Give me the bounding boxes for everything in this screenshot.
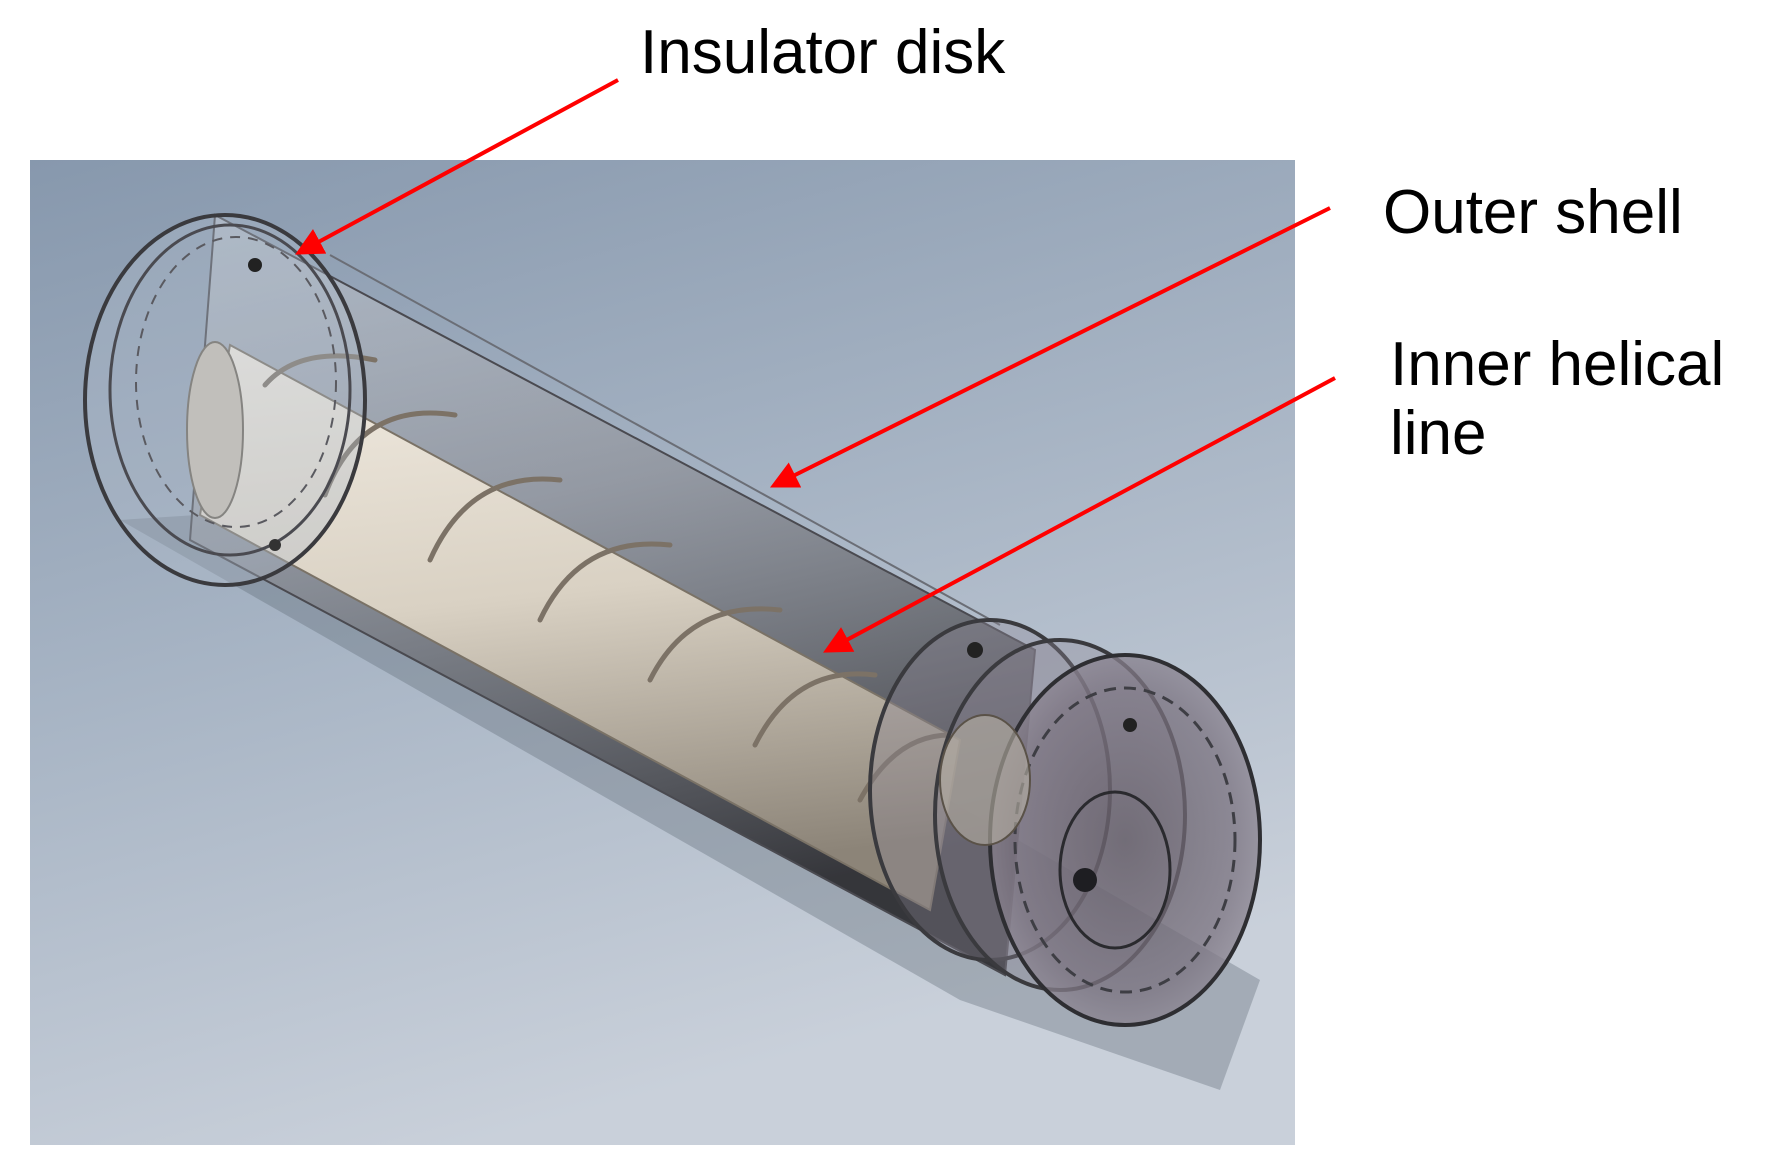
- arrow-outer-shell: [769, 206, 1331, 488]
- arrow-insulator-disk: [295, 78, 619, 255]
- inner-helical-conductor: [186, 341, 962, 912]
- label-inner-helical-line-2: line: [1390, 399, 1487, 469]
- label-inner-helical-line-1: Inner helical: [1390, 330, 1725, 399]
- annotation-arrows: [295, 78, 1336, 653]
- left-insulator-disk: [83, 213, 367, 587]
- right-insulator-disks: [868, 618, 1262, 1027]
- outer-shell-top-edge: [329, 254, 1001, 626]
- label-insulator-disk: Insulator disk: [640, 18, 1006, 87]
- label-inner-helical-line: Inner helical line: [1390, 330, 1724, 469]
- arrow-inner-helical-line: [823, 376, 1336, 653]
- label-outer-shell: Outer shell: [1383, 178, 1683, 247]
